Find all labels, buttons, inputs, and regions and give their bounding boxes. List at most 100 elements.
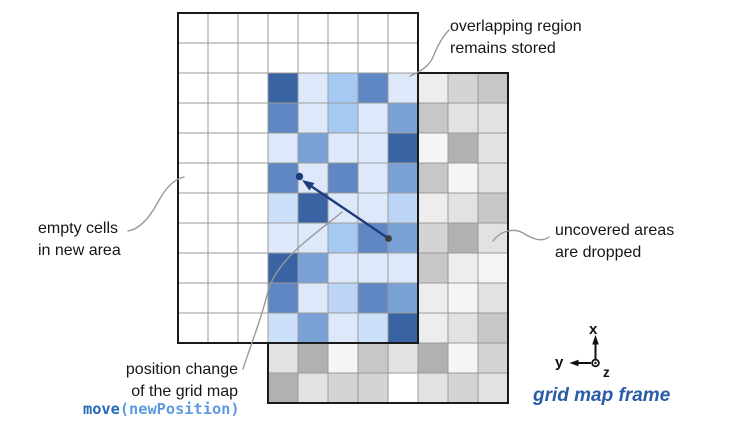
new-area-cell bbox=[207, 222, 239, 254]
label-move-call: move(newPosition) bbox=[83, 400, 240, 418]
move-function-args: (newPosition) bbox=[119, 400, 240, 418]
old-map-cell bbox=[477, 282, 509, 314]
old-map-cell bbox=[387, 102, 419, 134]
old-map-border bbox=[267, 72, 509, 404]
old-map-cell bbox=[387, 252, 419, 284]
old-map-cell bbox=[267, 342, 299, 374]
old-map-cell bbox=[447, 132, 479, 164]
old-map-cell bbox=[327, 102, 359, 134]
old-map-cell bbox=[387, 372, 419, 404]
new-area-cell bbox=[387, 12, 419, 44]
new-area-cell bbox=[207, 312, 239, 344]
old-map-cell bbox=[477, 102, 509, 134]
new-area-cell bbox=[237, 72, 269, 104]
new-area-cell bbox=[237, 252, 269, 284]
label-uncovered-areas: uncovered areas are dropped bbox=[555, 222, 675, 261]
old-map-cell bbox=[417, 72, 449, 104]
new-area-cell bbox=[357, 12, 389, 44]
new-area-cell bbox=[177, 12, 209, 44]
new-area-cell bbox=[177, 102, 209, 134]
new-area-cell bbox=[177, 282, 209, 314]
new-area-cell bbox=[177, 312, 209, 344]
old-map-cell bbox=[357, 162, 389, 194]
old-map-cell bbox=[267, 282, 299, 314]
old-map-cell bbox=[357, 312, 389, 344]
old-map-cell bbox=[387, 312, 419, 344]
new-area-cell bbox=[237, 132, 269, 164]
old-map-cell bbox=[297, 72, 329, 104]
old-map-cell bbox=[477, 252, 509, 284]
grid-borders bbox=[177, 12, 509, 404]
old-map-cell bbox=[417, 342, 449, 374]
new-area-cell bbox=[267, 12, 299, 44]
new-area-cell bbox=[177, 72, 209, 104]
new-area-cell bbox=[327, 42, 359, 74]
old-map-cell bbox=[477, 312, 509, 344]
new-area-cell bbox=[207, 162, 239, 194]
axis-x-label: x bbox=[589, 321, 598, 338]
old-map-cell bbox=[357, 252, 389, 284]
old-map-cell bbox=[297, 282, 329, 314]
old-map-cell bbox=[327, 342, 359, 374]
old-map-cell bbox=[387, 132, 419, 164]
old-map-cell bbox=[447, 342, 479, 374]
old-map-cell bbox=[327, 252, 359, 284]
old-grid-map-cells bbox=[267, 72, 509, 404]
old-map-cell bbox=[417, 162, 449, 194]
label-overlapping-region: overlapping region remains stored bbox=[450, 18, 582, 57]
new-area-cell bbox=[207, 12, 239, 44]
arrow-start-dot bbox=[385, 235, 392, 242]
old-map-cell bbox=[387, 162, 419, 194]
old-map-cell bbox=[327, 132, 359, 164]
old-map-cell bbox=[447, 192, 479, 224]
old-map-cell bbox=[297, 342, 329, 374]
old-map-cell bbox=[477, 342, 509, 374]
new-area-cell bbox=[267, 42, 299, 74]
old-map-cell bbox=[327, 222, 359, 254]
old-map-cell bbox=[357, 72, 389, 104]
new-area-cell bbox=[387, 42, 419, 74]
axis-y-label: y bbox=[555, 354, 564, 371]
new-area-cell bbox=[177, 132, 209, 164]
old-map-cell bbox=[447, 282, 479, 314]
new-area-cell bbox=[207, 132, 239, 164]
old-map-cell bbox=[267, 132, 299, 164]
old-map-cell bbox=[417, 312, 449, 344]
new-area-cell bbox=[297, 12, 329, 44]
old-map-cell bbox=[447, 72, 479, 104]
old-map-cell bbox=[267, 192, 299, 224]
old-map-cell bbox=[447, 222, 479, 254]
old-map-cell bbox=[327, 72, 359, 104]
old-map-cell bbox=[267, 312, 299, 344]
old-map-cell bbox=[297, 102, 329, 134]
old-map-cell bbox=[267, 372, 299, 404]
leader-uncovered-line bbox=[492, 229, 550, 242]
old-map-cell bbox=[297, 192, 329, 224]
old-map-cell bbox=[417, 192, 449, 224]
axis-z-label: z bbox=[603, 365, 610, 380]
new-area-cell bbox=[357, 42, 389, 74]
old-map-cell bbox=[267, 222, 299, 254]
old-map-cell bbox=[267, 162, 299, 194]
label-position-change: position change of the grid map bbox=[125, 361, 238, 400]
old-map-cell bbox=[477, 132, 509, 164]
new-area-cell bbox=[207, 192, 239, 224]
new-area-cell bbox=[177, 42, 209, 74]
old-map-cell bbox=[417, 282, 449, 314]
arrow-shaft bbox=[306, 182, 390, 240]
old-map-cell bbox=[447, 312, 479, 344]
old-map-cell bbox=[387, 72, 419, 104]
old-map-cell bbox=[297, 252, 329, 284]
old-map-cell bbox=[417, 252, 449, 284]
new-area-cell bbox=[237, 102, 269, 134]
new-area-border bbox=[177, 12, 419, 344]
new-area-cell bbox=[207, 72, 239, 104]
old-map-cell bbox=[357, 192, 389, 224]
old-map-cell bbox=[387, 192, 419, 224]
new-area-cell bbox=[237, 12, 269, 44]
old-map-cell bbox=[477, 72, 509, 104]
old-map-cell bbox=[357, 282, 389, 314]
old-map-cell bbox=[477, 372, 509, 404]
